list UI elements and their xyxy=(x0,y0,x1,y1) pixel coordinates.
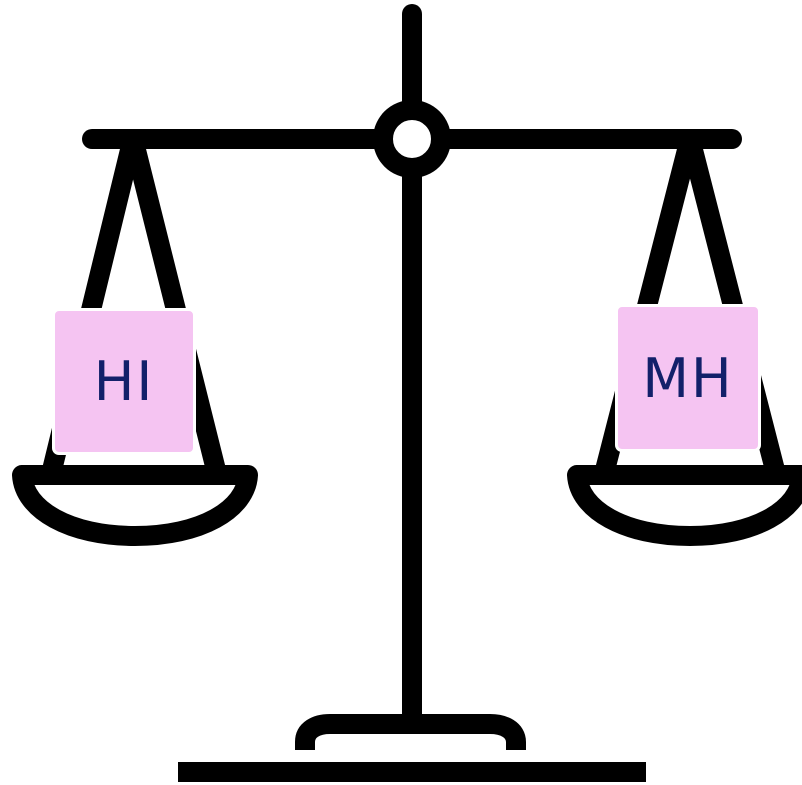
right-weight-label: MH xyxy=(615,304,761,452)
right-pan xyxy=(577,475,802,536)
left-pan xyxy=(22,475,248,536)
right-label-text: MH xyxy=(642,347,733,410)
scale-base-bar xyxy=(178,762,646,782)
left-weight-label: HI xyxy=(52,308,196,455)
scale-base-bracket xyxy=(305,724,516,750)
left-label-text: HI xyxy=(94,350,155,413)
scale-pivot xyxy=(383,110,441,168)
